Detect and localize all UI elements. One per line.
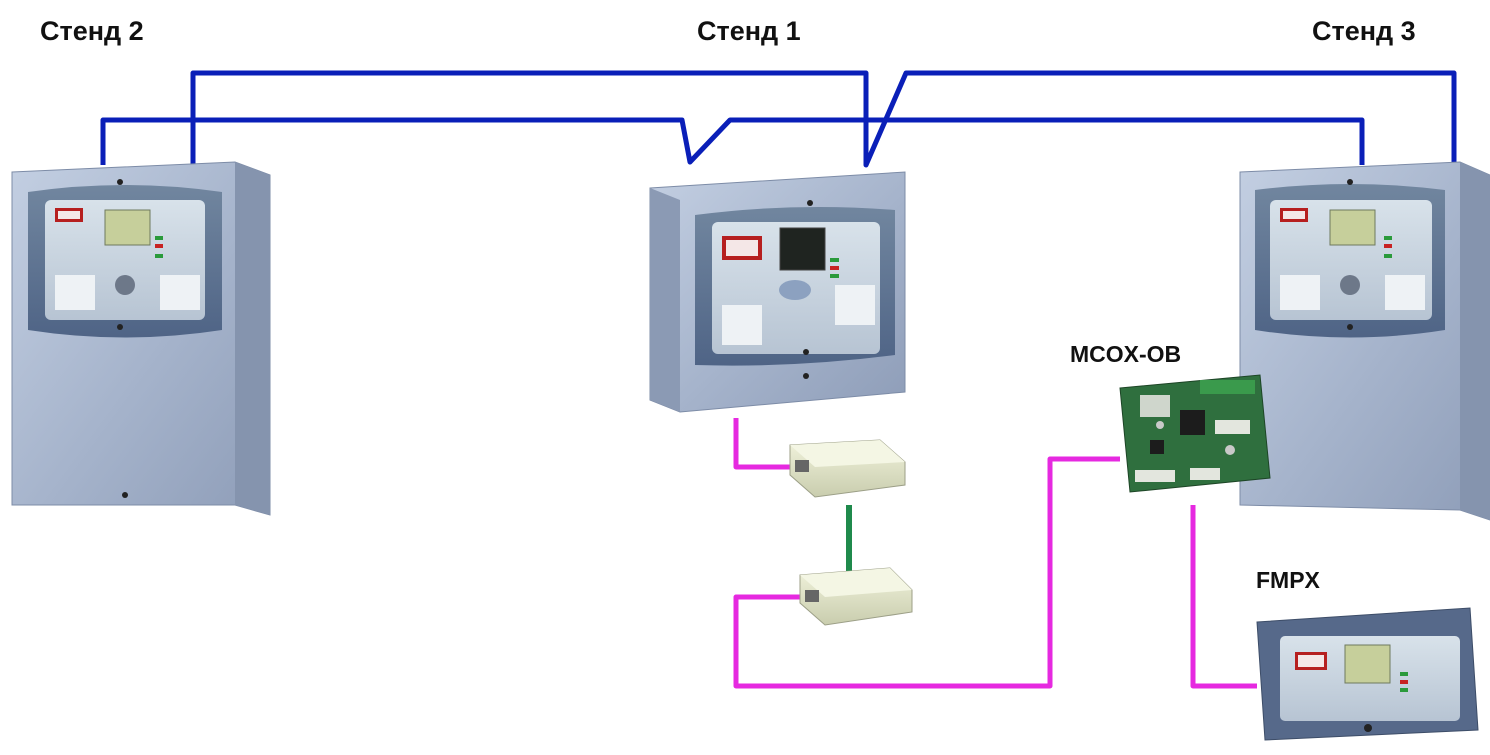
mcox-ob-module [1119,374,1271,493]
converter-box-top [789,439,906,498]
stand-1-label: Стенд 1 [697,16,801,46]
stand-3-label: Стенд 3 [1312,16,1416,46]
link-wire-converter-module [733,456,1120,689]
stand-2-label: Стенд 2 [40,16,144,46]
fmpx-label: FMPX [1256,567,1321,593]
network-wire-outer [190,70,1457,168]
stand-1-cabinet [649,171,906,413]
network-wires [100,70,1457,168]
link-wire-stand1-converter [733,418,795,470]
link-wires [733,418,1257,689]
mcox-ob-label: MCOX-OB [1070,341,1181,367]
converter-box-bottom [799,567,913,626]
stand-3-cabinet [1239,161,1490,521]
link-wire-module-fmpx [1190,505,1257,689]
stand-2-cabinet [11,161,271,516]
network-wire-inner [100,117,1365,165]
fmpx-panel [1256,607,1479,741]
